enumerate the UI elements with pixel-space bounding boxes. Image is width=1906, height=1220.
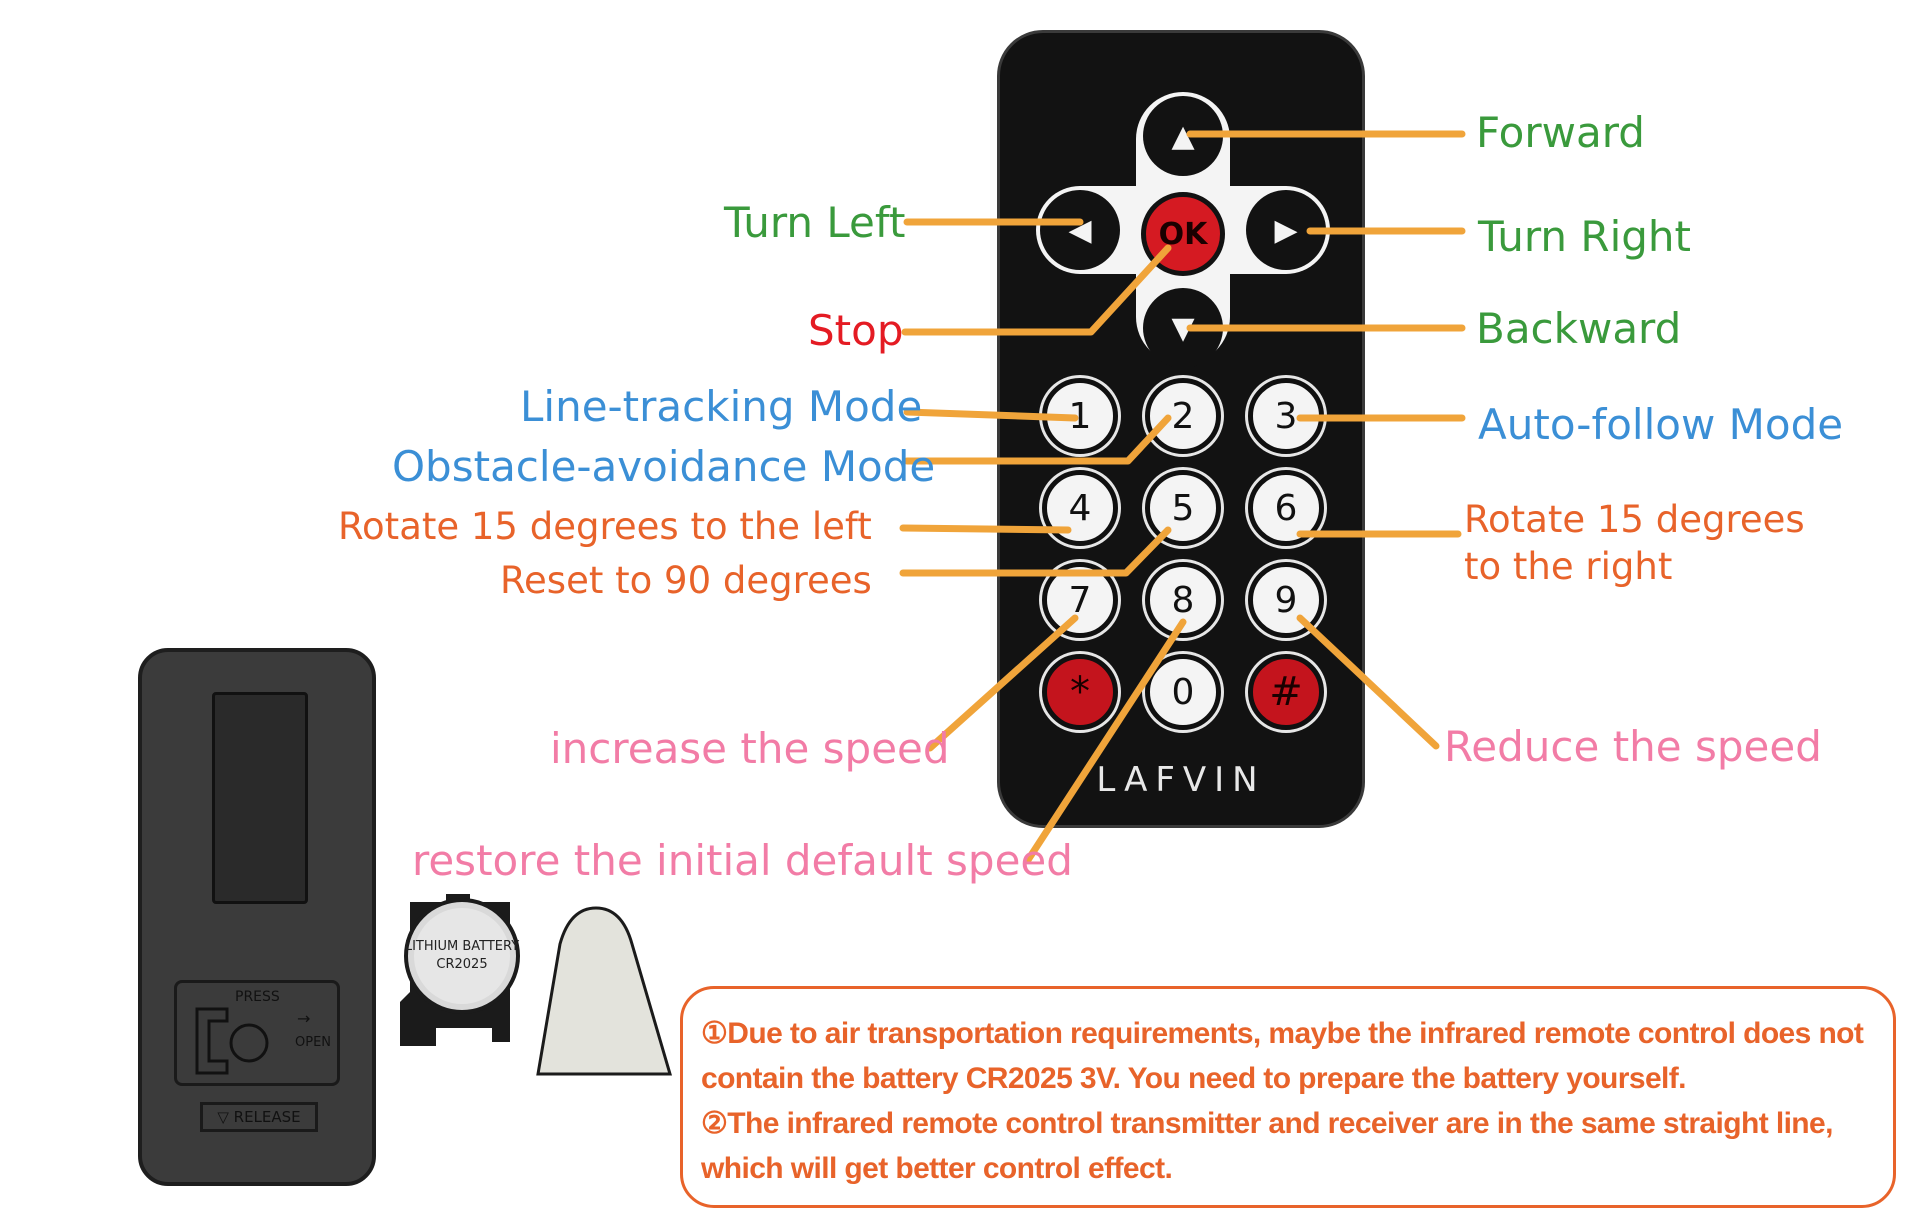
label-auto-follow: Auto-follow Mode bbox=[1478, 400, 1844, 449]
key-2[interactable]: 2 bbox=[1145, 378, 1221, 454]
note-line-1: ①Due to air transportation requirements,… bbox=[701, 1017, 1864, 1095]
press-label: PRESS bbox=[235, 989, 280, 1005]
open-label: OPEN bbox=[295, 1035, 332, 1050]
leader-stop bbox=[901, 244, 1172, 336]
note-box: ①Due to air transportation requirements,… bbox=[680, 986, 1896, 1208]
label-rotate-right: Rotate 15 degrees to the right bbox=[1464, 498, 1805, 588]
remote-back-window bbox=[212, 692, 308, 904]
label-obstacle-avoidance: Obstacle-avoidance Mode bbox=[392, 442, 936, 491]
label-reset-90: Reset to 90 degrees bbox=[500, 559, 872, 602]
leader-rotate-left bbox=[899, 524, 1072, 534]
right-arrow-icon: ▶ bbox=[1274, 212, 1298, 248]
label-rotate-left: Rotate 15 degrees to the left bbox=[338, 505, 872, 548]
label-line-tracking: Line-tracking Mode bbox=[520, 382, 923, 431]
label-turn-right: Turn Right bbox=[1478, 212, 1691, 261]
battery-text-line1: LITHIUM BATTERY bbox=[405, 939, 519, 954]
label-reduce-speed: Reduce the speed bbox=[1444, 722, 1822, 771]
label-increase-speed: increase the speed bbox=[550, 724, 950, 773]
battery-compartment-panel: PRESS → OPEN bbox=[174, 980, 340, 1086]
battery-tray: LITHIUM BATTERY CR2025 bbox=[400, 894, 520, 1046]
label-forward: Forward bbox=[1476, 108, 1645, 157]
label-turn-left: Turn Left bbox=[724, 198, 906, 247]
label-restore-speed: restore the initial default speed bbox=[412, 836, 1073, 885]
label-backward: Backward bbox=[1476, 304, 1682, 353]
arrow-right-icon: → bbox=[297, 1009, 311, 1028]
leader-reset bbox=[899, 526, 1172, 577]
battery-latch-icon bbox=[195, 1007, 269, 1075]
down-arrow-icon: ▼ bbox=[1171, 310, 1195, 346]
key-5[interactable]: 5 bbox=[1145, 470, 1221, 546]
leader-obstacle bbox=[903, 414, 1172, 465]
battery-cover bbox=[536, 906, 673, 1076]
leader-reduce bbox=[1296, 614, 1440, 750]
battery-text-line2: CR2025 bbox=[436, 957, 487, 972]
brand-logo: LAFVIN bbox=[1096, 760, 1266, 800]
key-star[interactable]: * bbox=[1042, 654, 1118, 730]
label-stop: Stop bbox=[808, 306, 904, 355]
leader-increase bbox=[926, 614, 1079, 752]
leader-restore bbox=[1024, 618, 1187, 864]
release-button[interactable]: ▽ RELEASE bbox=[200, 1102, 318, 1132]
key-hash[interactable]: # bbox=[1248, 654, 1324, 730]
key-9[interactable]: 9 bbox=[1248, 562, 1324, 638]
key-4[interactable]: 4 bbox=[1042, 470, 1118, 546]
leader-line-tracking bbox=[903, 408, 1079, 422]
note-line-2: ②The infrared remote control transmitter… bbox=[701, 1107, 1833, 1185]
up-arrow-icon: ▲ bbox=[1171, 118, 1195, 154]
ok-button[interactable]: OK bbox=[1141, 192, 1225, 276]
key-8[interactable]: 8 bbox=[1145, 562, 1221, 638]
